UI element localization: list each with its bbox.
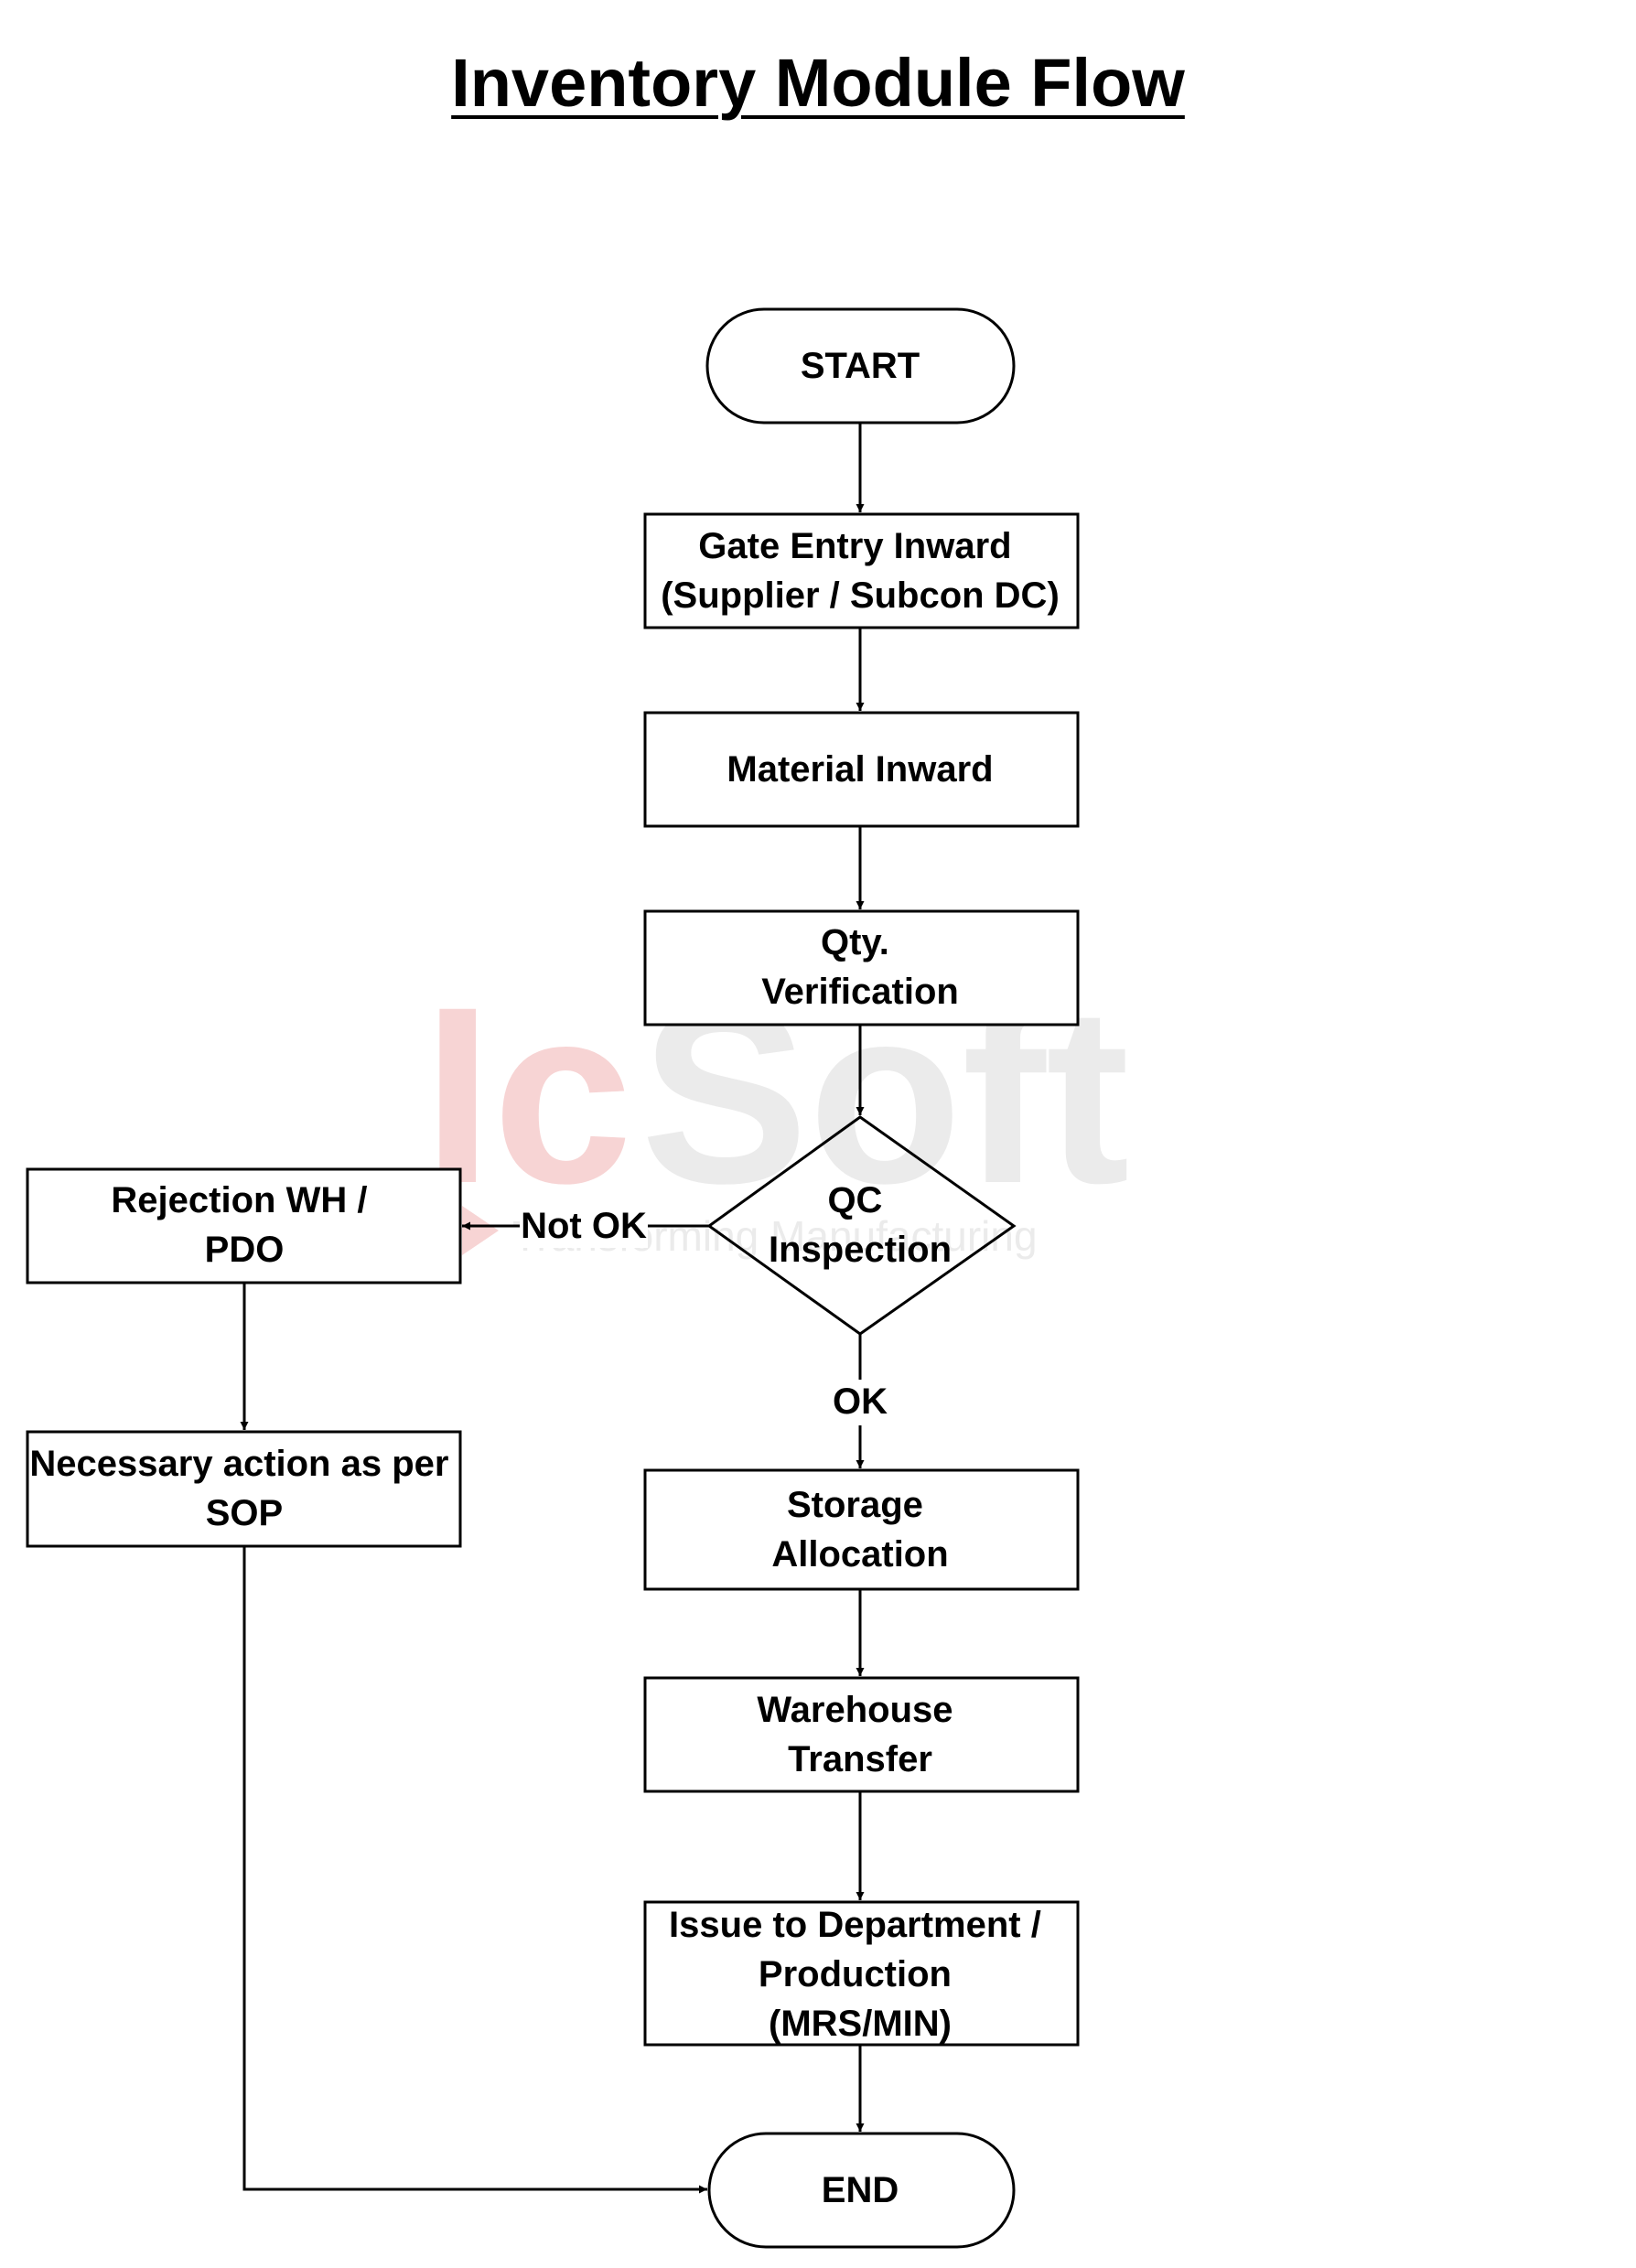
- connectors: Not OK OK: [240, 423, 892, 2194]
- node-warehouse-transfer: Warehouse Transfer: [643, 1676, 1080, 1793]
- node-rejection-wh: Rejection WH / PDO: [26, 1167, 462, 1284]
- node-material-inward-label: Material Inward: [727, 749, 993, 790]
- node-end: END: [707, 2132, 1016, 2249]
- edge-label-ok-bg: [828, 1380, 892, 1425]
- node-start: START: [705, 307, 1016, 425]
- node-material-inward: Material Inward: [643, 711, 1080, 828]
- node-rejection-wh-label: Rejection WH / PDO: [111, 1180, 377, 1270]
- node-gate-entry-label: Gate Entry Inward (Supplier / Subcon DC): [661, 526, 1060, 616]
- diagram-title: Inventory Module Flow: [451, 45, 1185, 121]
- edge-label-ok: OK: [833, 1381, 888, 1422]
- node-gate-entry: Gate Entry Inward (Supplier / Subcon DC): [643, 512, 1080, 629]
- node-qty-verification-label: Qty. Verification: [761, 922, 959, 1012]
- edge-label-not-ok-bg: [520, 1200, 648, 1248]
- node-storage-allocation: Storage Allocation: [643, 1468, 1080, 1591]
- connector-necessary-action-to-end: [242, 1546, 707, 2194]
- node-issue-department: Issue to Department / Production (MRS/MI…: [643, 1900, 1080, 2047]
- node-issue-department-label: Issue to Department / Production (MRS/MI…: [669, 1905, 1051, 2044]
- node-necessary-action: Necessary action as per SOP: [26, 1430, 462, 1548]
- edge-label-not-ok: Not OK: [521, 1206, 647, 1246]
- node-warehouse-transfer-label: Warehouse Transfer: [757, 1690, 963, 1779]
- node-start-label: START: [801, 346, 920, 386]
- nodes: START Gate Entry Inward (Supplier / Subc…: [26, 307, 1080, 2249]
- node-storage-allocation-label: Storage Allocation: [771, 1485, 948, 1575]
- node-necessary-action-label: Necessary action as per SOP: [29, 1444, 458, 1533]
- node-qty-verification: Qty. Verification: [643, 909, 1080, 1027]
- node-qc-inspection: QC Inspection: [706, 1115, 1017, 1336]
- node-qc-inspection-label: QC Inspection: [769, 1180, 952, 1270]
- node-end-label: END: [822, 2170, 899, 2210]
